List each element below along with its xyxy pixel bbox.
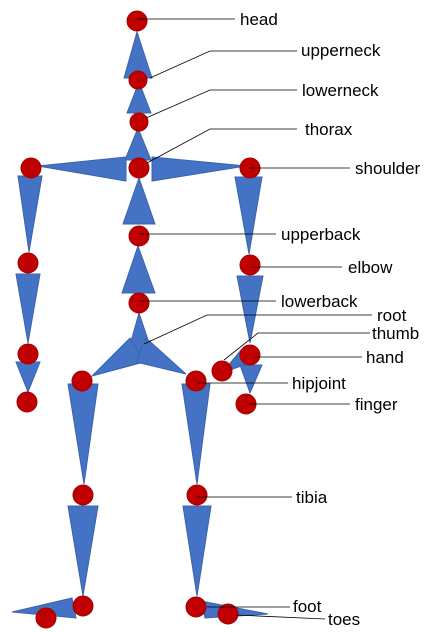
label-shoulder: shoulder [355,159,421,178]
joint-thumb-right [212,361,232,381]
bone-hip-right [136,338,186,374]
joint-knee-right [187,485,207,505]
bone-forearm-left [16,274,40,343]
bone-clavicle-right [152,157,246,181]
bone-thigh-left [68,384,98,484]
joint-finger-left [17,392,37,412]
bone-shin-right [183,506,211,596]
label-hipjoint: hipjoint [292,374,346,393]
leader-thorax [147,129,297,163]
bone-thigh-right [182,384,210,484]
joint-toes-left [36,608,56,628]
label-foot: foot [293,597,322,616]
joint-knee-left [73,485,93,505]
joint-head [127,11,147,31]
label-hand: hand [366,348,404,367]
joint-lowerback [129,293,149,313]
bone-shin-left [68,506,98,596]
label-toes: toes [328,610,360,629]
label-elbow: elbow [348,258,393,277]
joint-upperback [129,226,149,246]
bone-lowerneck-thorax [125,128,151,160]
label-upperneck: upperneck [301,41,381,60]
label-upperback: upperback [281,225,361,244]
joint-lowerneck [130,113,148,131]
bone-upperarm-right [235,177,262,254]
labels: head upperneck lowerneck thorax shoulder… [240,10,421,629]
joint-hipjoint-right [186,371,206,391]
bone-thorax-upperback [123,178,155,224]
bone-clavicle-left [38,157,126,181]
joint-hand-right [240,345,260,365]
label-tibia: tibia [296,488,328,507]
joint-foot-left [73,596,93,616]
joint-elbow-left [18,253,38,273]
bone-upperback-lowerback [122,246,155,293]
joint-foot-right [186,597,206,617]
label-lowerneck: lowerneck [302,81,379,100]
joint-elbow-right [240,255,260,275]
leader-root [144,315,372,344]
label-root: root [377,306,407,325]
label-thorax: thorax [305,120,353,139]
leader-lowerneck [146,90,297,118]
bone-upperarm-left [18,176,42,252]
joint-hand-left [18,344,38,364]
label-finger: finger [355,395,398,414]
bone-hand-left [16,362,40,392]
leader-upperneck [150,51,297,78]
joint-upperneck [129,71,147,89]
label-head: head [240,10,278,29]
joint-hipjoint-left [72,371,92,391]
joint-shoulder-left [21,158,41,178]
label-thumb: thumb [372,324,419,343]
joint-thorax [129,158,149,178]
bone-hand-right [240,365,262,393]
label-lowerback: lowerback [281,292,358,311]
